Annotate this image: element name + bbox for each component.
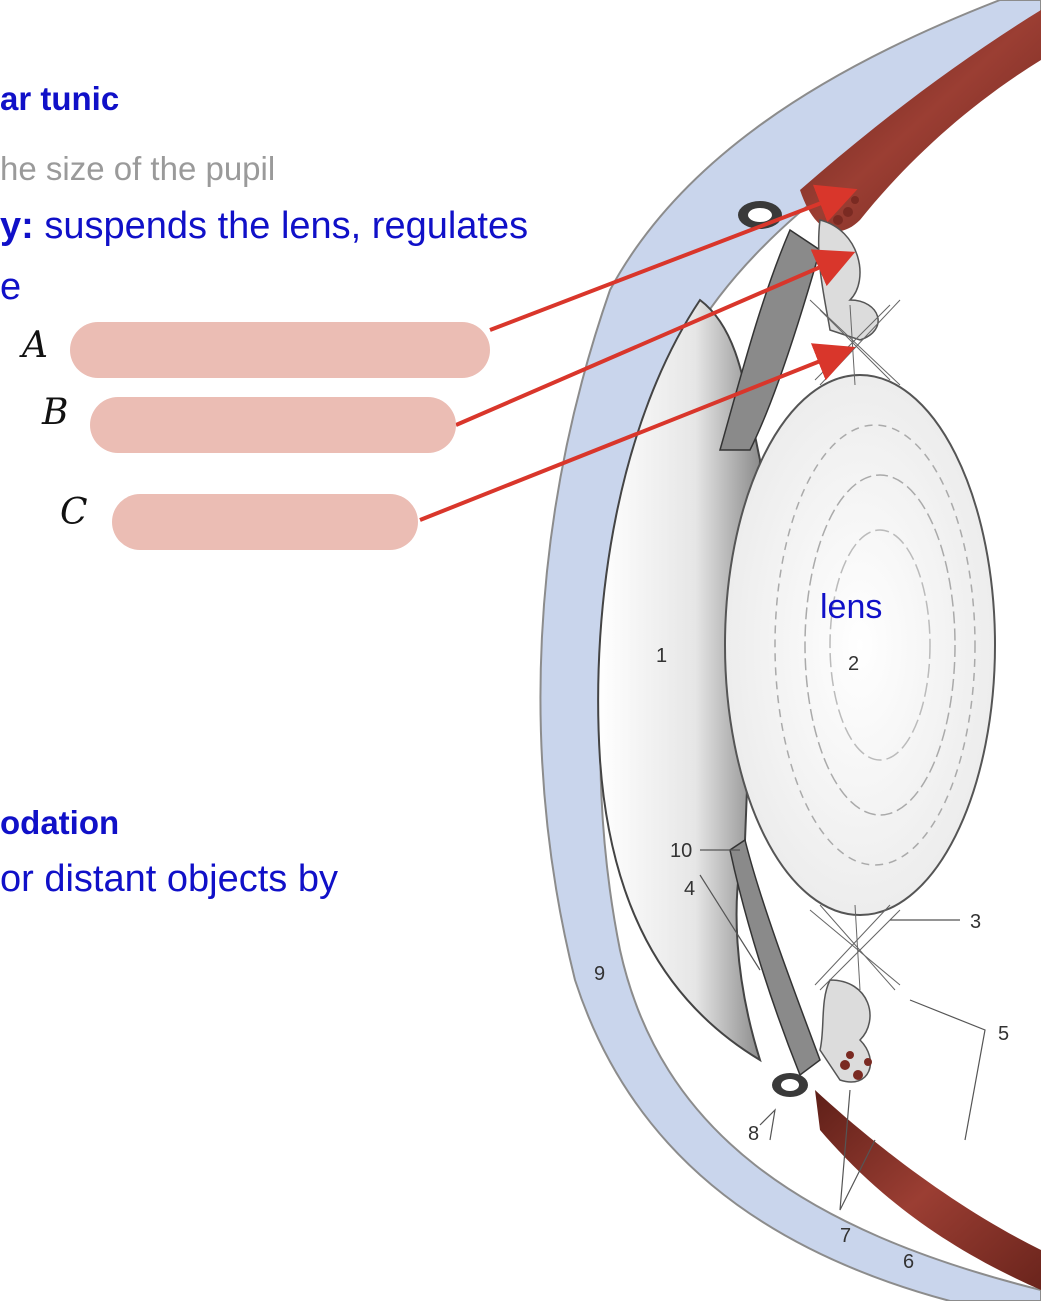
figure-number-8: 8 — [748, 1123, 759, 1145]
accommodation-description: or distant objects by — [0, 858, 338, 900]
answer-blank-a[interactable] — [70, 322, 490, 378]
figure-number-3: 3 — [970, 911, 981, 933]
answer-blank-c[interactable] — [112, 494, 418, 550]
zonular-fibers-lower — [809, 904, 901, 991]
leader-lines — [699, 849, 986, 1211]
lens-label: lens — [820, 588, 882, 626]
ciliary-muscle-lower — [815, 1090, 1041, 1290]
anterior-chamber — [597, 298, 762, 1063]
arrow-c — [419, 343, 856, 522]
tunic-heading: ar tunic — [0, 80, 120, 117]
ciliary-processes-lower — [819, 979, 871, 1083]
iris-lower — [729, 838, 821, 1077]
blank-label-a: A — [22, 325, 48, 366]
lens-body — [724, 374, 996, 916]
accommodation-heading: odation — [0, 804, 120, 841]
iris-upper — [719, 228, 821, 451]
ciliary-muscle-upper — [800, 10, 1041, 232]
ciliary-text: suspends the lens, regulates — [33, 205, 529, 247]
arrow-a — [489, 184, 858, 332]
arrow-b — [455, 249, 856, 427]
blank-label-b: B — [42, 392, 69, 433]
figure-number-2: 2 — [848, 653, 859, 675]
answer-blank-b[interactable] — [90, 397, 456, 453]
figure-number-1: 1 — [656, 645, 667, 667]
ciliary-processes-upper — [817, 219, 879, 341]
figure-number-10: 10 — [670, 840, 692, 862]
ciliary-continuation: e — [0, 266, 22, 308]
blank-label-c: C — [60, 492, 88, 533]
figure-number-7: 7 — [840, 1225, 851, 1247]
scleral-venous-sinus-lower — [772, 1051, 872, 1097]
figure-number-9: 9 — [594, 963, 605, 985]
ciliary-prefix: y: — [0, 205, 34, 247]
iris-description: he size of the pupil — [0, 150, 276, 187]
figure-number-6: 6 — [903, 1251, 914, 1273]
figure-number-4: 4 — [684, 878, 695, 900]
figure-number-5: 5 — [998, 1023, 1009, 1045]
ciliary-description: y: suspends the lens, regulates — [0, 205, 528, 248]
